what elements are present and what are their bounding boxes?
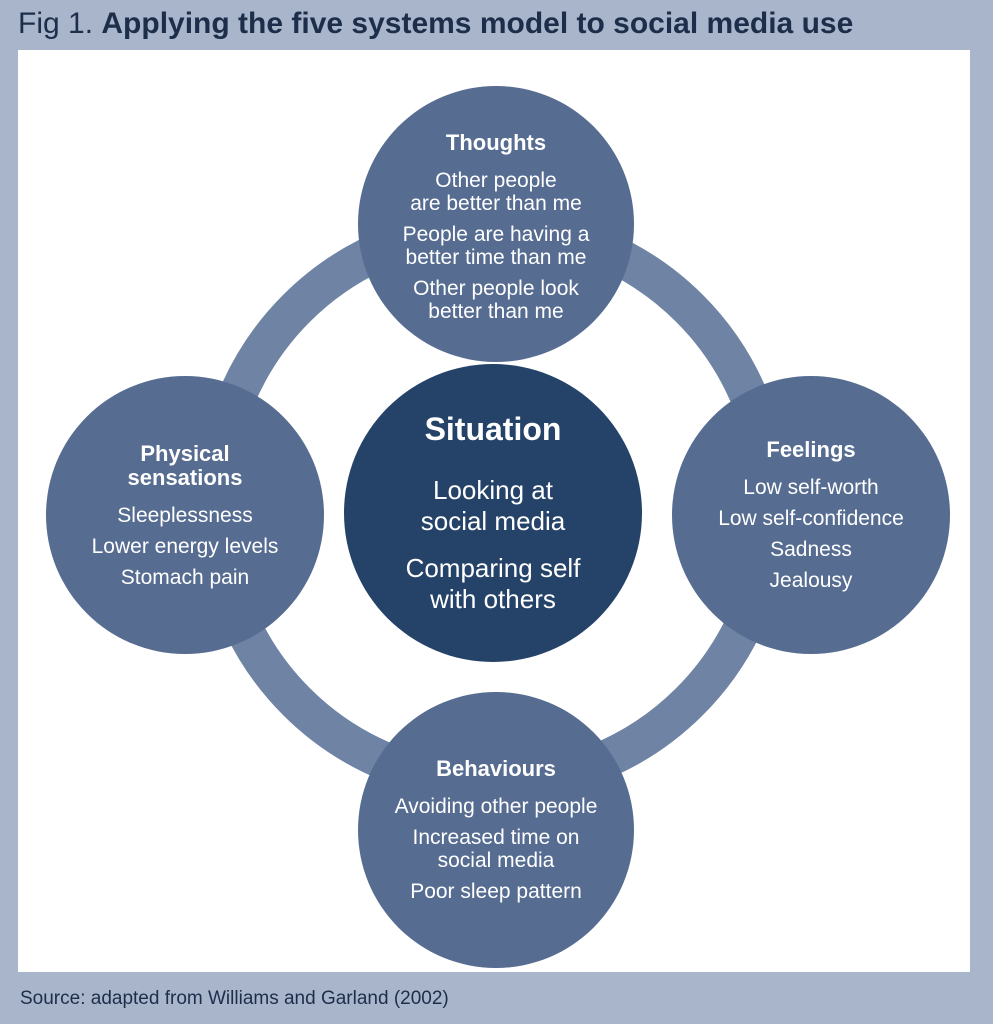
behaviours-item-1: Avoiding other people — [394, 795, 598, 818]
physical-item-1: Sleeplessness — [117, 503, 253, 527]
behaviours-item-3: Poor sleep pattern — [410, 880, 582, 903]
node-behaviours: Behaviours Avoiding other people Increas… — [358, 692, 634, 968]
feelings-item-4: Jealousy — [769, 569, 853, 592]
feelings-item-3: Sadness — [770, 538, 852, 561]
physical-item-2: Lower energy levels — [91, 534, 279, 558]
figure-title: Fig 1. Applying the five systems model t… — [18, 4, 853, 44]
node-behaviours-title: Behaviours — [436, 756, 556, 781]
node-feelings-title: Feelings — [766, 437, 856, 462]
figure-heading: Applying the five systems model to socia… — [101, 7, 854, 40]
feelings-item-2: Low self-confidence — [718, 507, 904, 530]
figure-number: Fig 1. — [18, 7, 94, 40]
source-caption: Source: adapted from Williams and Garlan… — [20, 988, 449, 1009]
feelings-item-1: Low self-worth — [743, 476, 879, 499]
physical-item-3: Stomach pain — [120, 565, 250, 589]
node-thoughts-title: Thoughts — [445, 130, 547, 155]
node-situation-title: Situation — [424, 411, 562, 447]
node-feelings: Feelings Low self-worth Low self-confide… — [672, 376, 950, 654]
